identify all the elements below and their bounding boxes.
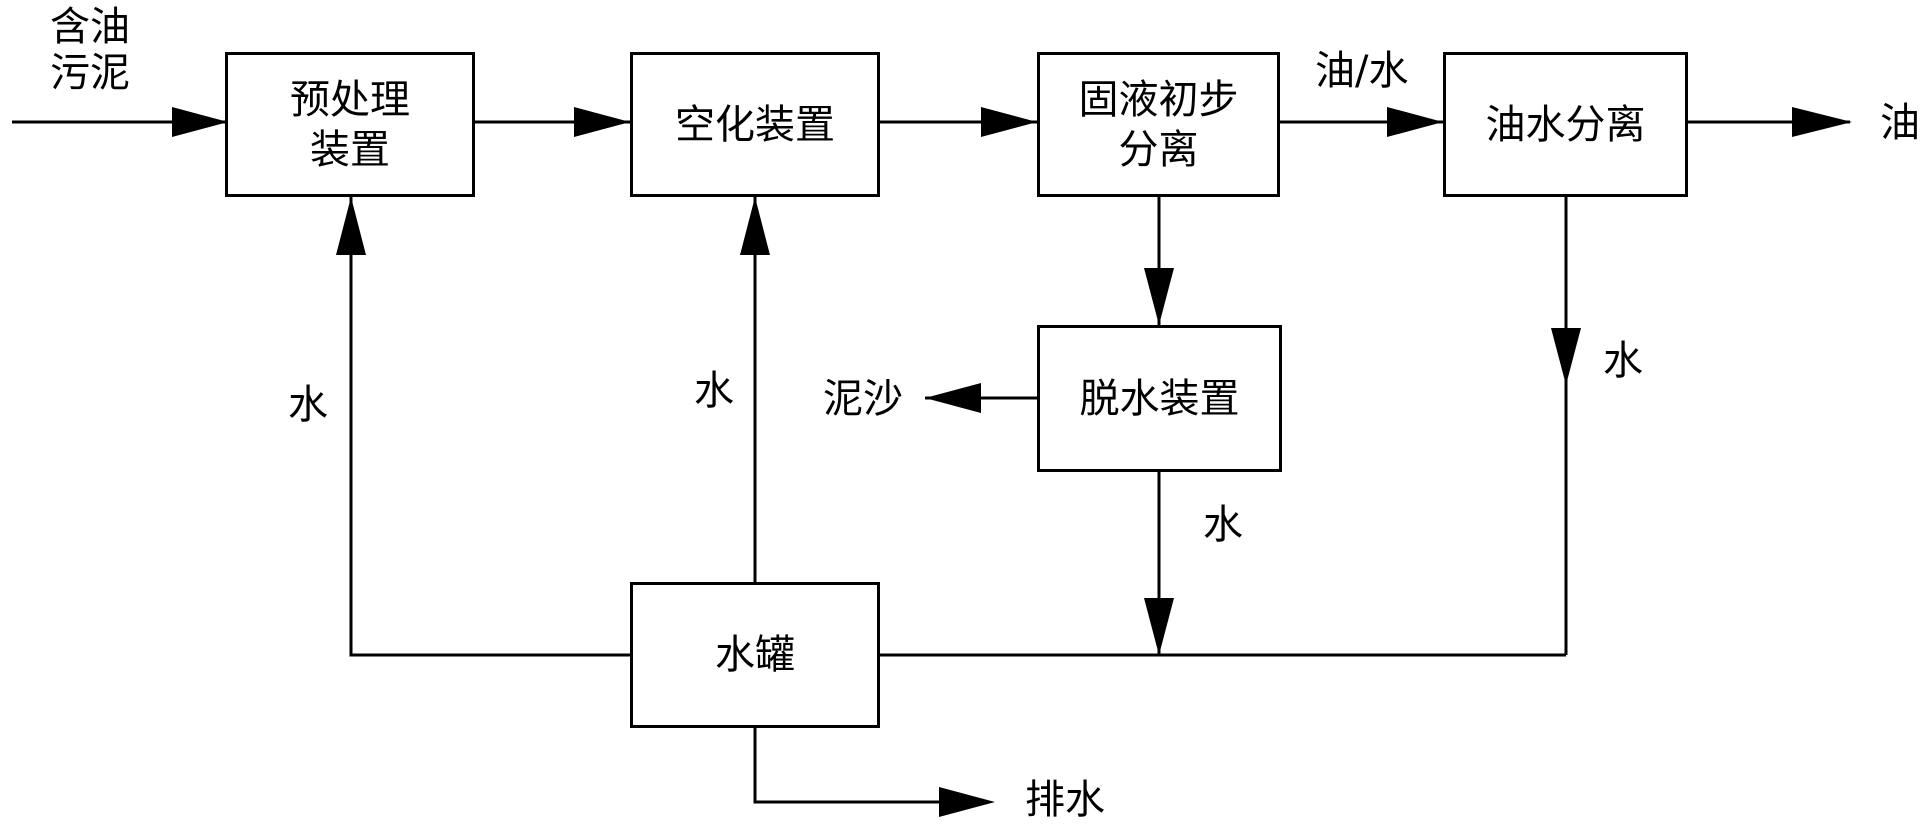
label-oil-output: 油 [1880,100,1920,146]
arrowhead-down [1144,268,1174,325]
label-drain: 排水 [1025,777,1105,823]
arrowhead-left [925,383,981,413]
node-dewatering: 脱水装置 [1037,325,1282,472]
arrowhead-right [981,107,1037,137]
node-cavitation-label: 空化装置 [675,101,835,148]
label-input: 含油 污泥 [50,4,130,96]
arrowhead-right [1387,107,1443,137]
label-water-to-cavitation: 水 [694,368,734,414]
arrowhead-right [1792,107,1852,137]
arrowhead-down [1144,598,1174,655]
node-water-tank: 水罐 [630,582,880,728]
label-water-to-pretreatment: 水 [288,382,328,428]
arrowhead-right [574,107,630,137]
label-oil-water: 油/水 [1315,48,1409,94]
arrowhead-up [336,197,366,255]
node-pretreatment-label: 预处理 装置 [290,76,410,173]
arrowhead-right [939,787,995,817]
node-water-tank-label: 水罐 [715,632,795,678]
edge-tank-drain [753,728,965,804]
edge-tank-pretreatment [349,197,630,657]
node-oil-water-sep-label: 油水分离 [1485,101,1646,148]
node-solid-liquid-label: 固液初步 分离 [1078,76,1239,173]
node-dewatering-label: 脱水装置 [1079,375,1240,422]
node-cavitation: 空化装置 [630,52,880,197]
label-water-from-oil-sep: 水 [1603,338,1643,384]
arrowhead-up [740,197,770,255]
label-water-from-dewatering: 水 [1203,502,1243,548]
node-oil-water-separation: 油水分离 [1443,52,1688,197]
label-sediment: 泥沙 [823,376,903,422]
arrowhead-right [172,107,228,137]
node-pretreatment: 预处理 装置 [225,52,475,197]
arrowhead-down [1551,328,1581,385]
node-solid-liquid-separation: 固液初步 分离 [1037,52,1280,197]
